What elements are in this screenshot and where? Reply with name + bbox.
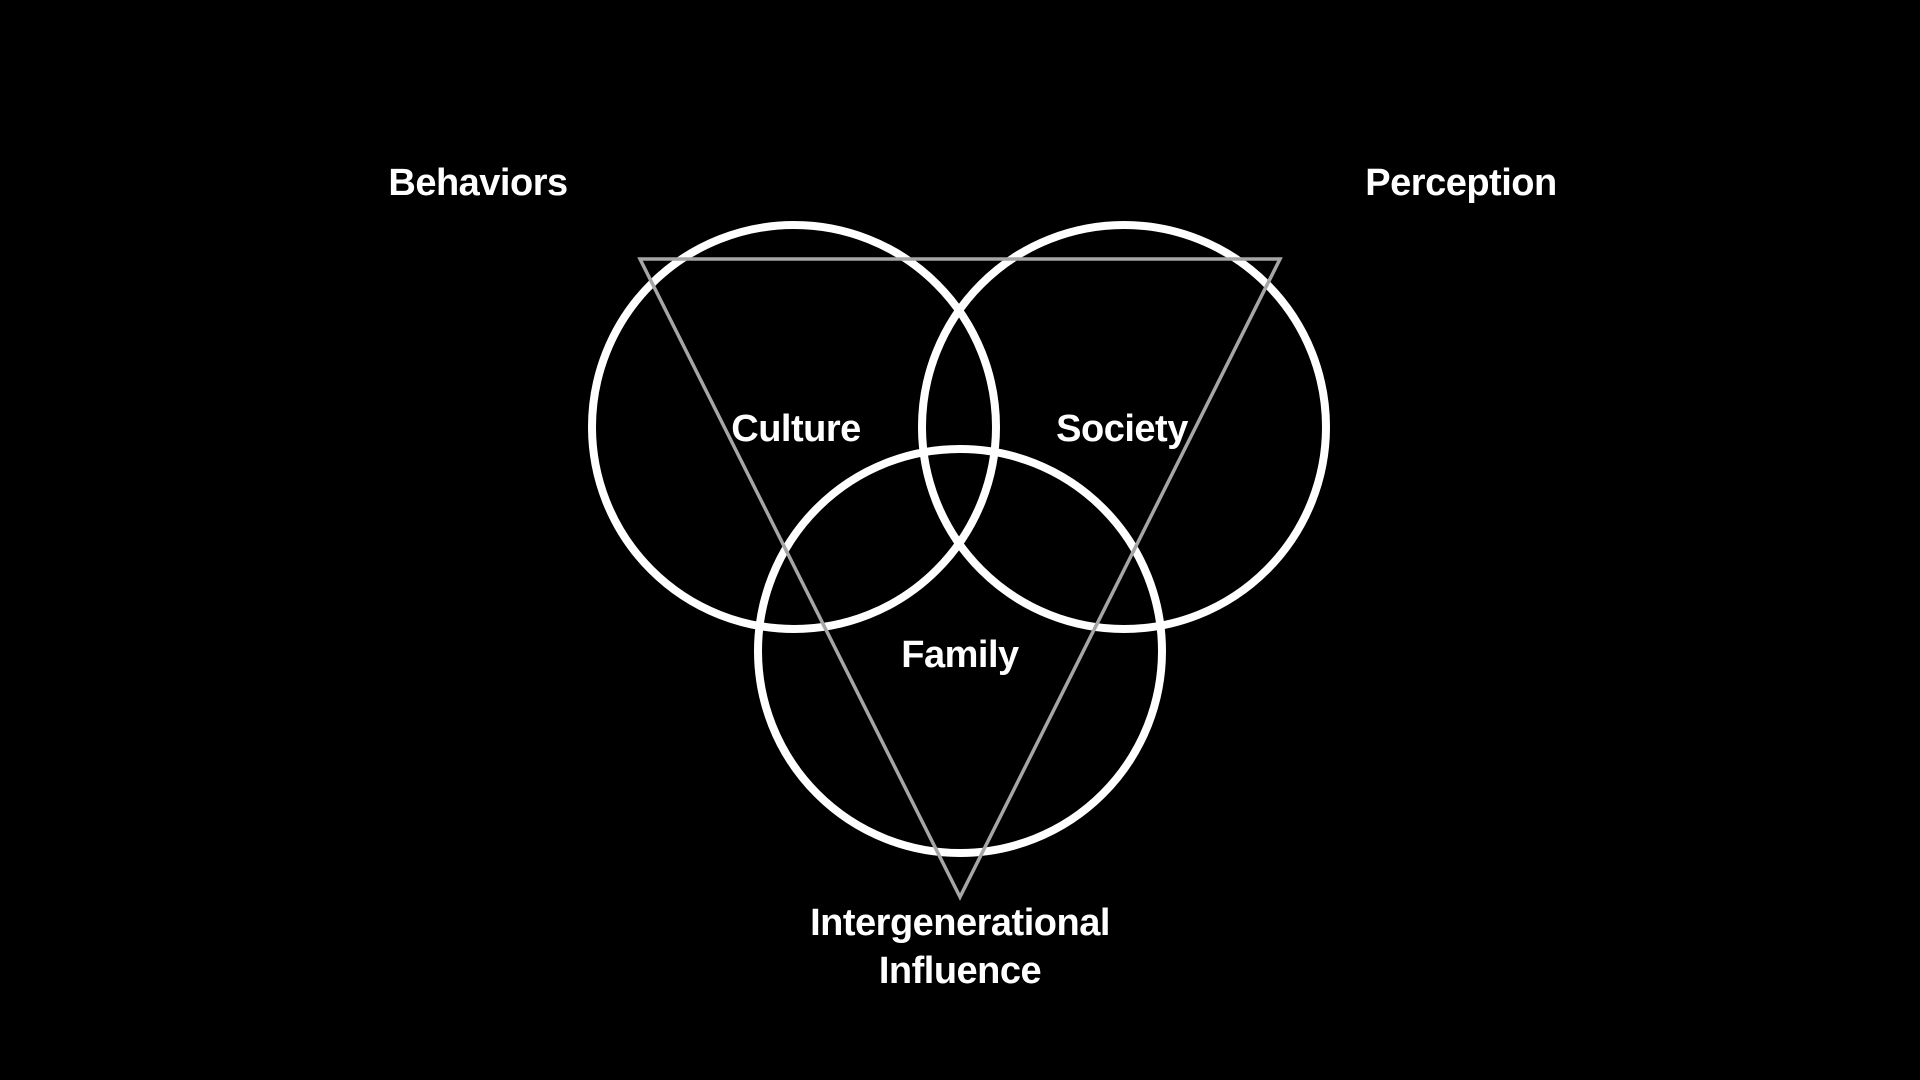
family-circle: [754, 445, 1166, 857]
perception-label: Perception: [1365, 162, 1557, 204]
influence-line-1: Intergenerational: [810, 902, 1110, 944]
society-circle: [918, 221, 1330, 633]
culture-label: Culture: [731, 408, 861, 450]
intergenerational-influence-label: Intergenerational Influence: [810, 899, 1110, 995]
family-label: Family: [901, 634, 1019, 676]
influence-line-2: Influence: [878, 950, 1042, 992]
culture-circle: [588, 221, 1000, 633]
behaviors-label: Behaviors: [388, 162, 568, 204]
inverted-triangle: [637, 257, 1283, 901]
society-label: Society: [1056, 408, 1188, 450]
